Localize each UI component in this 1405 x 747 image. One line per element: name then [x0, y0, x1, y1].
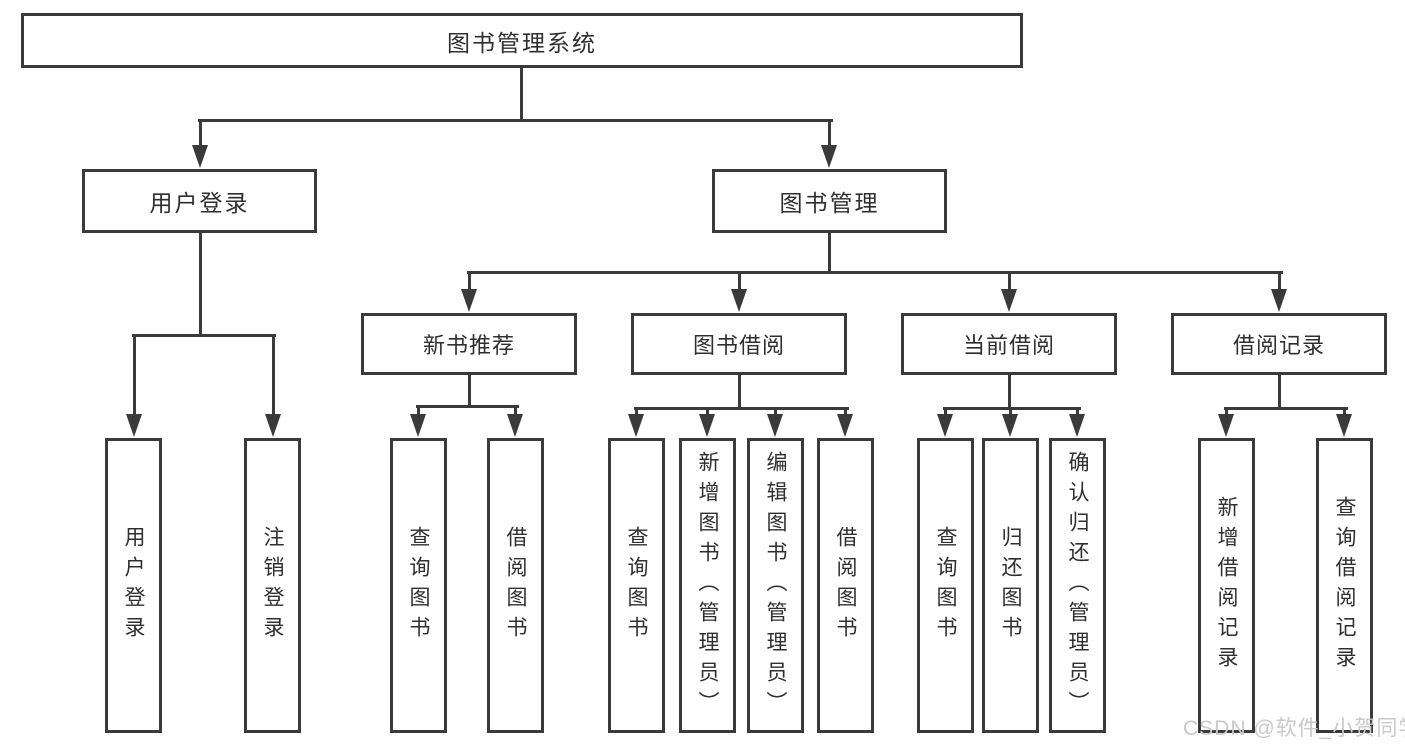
leaf-borrow-borrow-books: 借阅图书 — [817, 438, 874, 733]
node-label: 借阅图书 — [834, 525, 857, 646]
node-label: 编辑图书（管理员） — [764, 450, 787, 721]
connector-line-h — [942, 406, 1081, 410]
connector-line-h — [415, 404, 519, 408]
connector-line-v — [705, 408, 709, 416]
node-label: 当前借阅 — [962, 333, 1055, 358]
connector-arrow-down-icon — [1069, 414, 1085, 437]
connector-line-v — [843, 408, 847, 416]
connector-line-v — [1008, 408, 1012, 416]
connector-line-v — [1075, 408, 1079, 416]
connector-line-v — [467, 272, 471, 293]
connector-line-v — [1224, 408, 1228, 416]
connector-arrow-down-icon — [1218, 414, 1234, 437]
node-label: 查询借阅记录 — [1333, 495, 1356, 676]
connector-line-v — [827, 233, 831, 274]
connector-arrow-down-icon — [126, 414, 142, 437]
leaf-user-login: 用户登录 — [105, 438, 162, 733]
leaf-records-add-record: 新增借阅记录 — [1198, 438, 1255, 733]
connector-line-h — [1223, 406, 1348, 410]
leaf-recommend-borrow-books: 借阅图书 — [487, 438, 544, 733]
connector-line-v — [132, 335, 136, 416]
node-label: 新增借阅记录 — [1215, 495, 1238, 676]
connector-arrow-down-icon — [1271, 289, 1287, 312]
connector-line-v — [1342, 408, 1346, 416]
connector-arrow-down-icon — [699, 414, 715, 437]
connector-line-v — [198, 233, 202, 337]
node-current-borrow: 当前借阅 — [901, 313, 1117, 375]
connector-line-v — [467, 375, 471, 407]
node-label: 新增图书（管理员） — [696, 450, 719, 721]
connector-line-v — [827, 119, 831, 147]
node-label: 查询图书 — [625, 525, 648, 646]
node-label: 注销登录 — [261, 525, 284, 646]
connector-arrow-down-icon — [821, 145, 837, 168]
connector-line-v — [634, 408, 638, 416]
connector-arrow-down-icon — [1336, 414, 1352, 437]
connector-arrow-down-icon — [507, 414, 523, 437]
node-label: 图书借阅 — [692, 333, 785, 358]
connector-arrow-down-icon — [731, 289, 747, 312]
connector-line-v — [737, 272, 741, 293]
connector-arrow-down-icon — [937, 414, 953, 437]
node-library-system: 图书管理系统 — [21, 13, 1023, 68]
leaf-borrow-query-books: 查询图书 — [608, 438, 665, 733]
connector-line-v — [271, 335, 275, 416]
node-label: 查询图书 — [934, 525, 957, 646]
connector-line-v — [1277, 375, 1281, 409]
node-borrow-records: 借阅记录 — [1171, 313, 1387, 375]
node-label: 归还图书 — [999, 525, 1022, 646]
connector-line-v — [737, 375, 741, 409]
connector-arrow-down-icon — [628, 414, 644, 437]
node-book-management: 图书管理 — [712, 169, 947, 233]
leaf-borrow-add-books-admin: 新增图书（管理员） — [679, 438, 736, 733]
leaf-logout: 注销登录 — [244, 438, 301, 733]
connector-line-v — [1007, 272, 1011, 293]
connector-arrow-down-icon — [265, 414, 281, 437]
node-user-login-branch: 用户登录 — [82, 169, 317, 233]
connector-arrow-down-icon — [1001, 289, 1017, 312]
node-label: 新书推荐 — [422, 333, 515, 358]
leaf-recommend-query-books: 查询图书 — [390, 438, 447, 733]
node-label: 用户登录 — [149, 190, 250, 216]
node-label: 图书管理 — [779, 190, 880, 216]
node-label: 用户登录 — [122, 525, 145, 646]
connector-line-v — [519, 68, 523, 121]
connector-line-v — [416, 406, 420, 416]
connector-line-v — [198, 119, 202, 147]
leaf-borrow-edit-books-admin: 编辑图书（管理员） — [747, 438, 804, 733]
connector-line-v — [773, 408, 777, 416]
node-label: 借阅图书 — [504, 525, 527, 646]
node-label: 查询图书 — [407, 525, 430, 646]
connector-arrow-down-icon — [767, 414, 783, 437]
node-new-book-recommend: 新书推荐 — [361, 313, 577, 375]
connector-line-h — [131, 333, 276, 337]
connector-arrow-down-icon — [1002, 414, 1018, 437]
leaf-current-confirm-return-admin: 确认归还（管理员） — [1049, 438, 1106, 733]
node-label: 借阅记录 — [1232, 333, 1325, 358]
connector-arrow-down-icon — [837, 414, 853, 437]
connector-line-h — [466, 270, 1283, 274]
leaf-current-query-books: 查询图书 — [917, 438, 974, 733]
node-label: 确认归还（管理员） — [1066, 450, 1089, 721]
connector-arrow-down-icon — [461, 289, 477, 312]
leaf-records-query-record: 查询借阅记录 — [1316, 438, 1373, 733]
watermark: CSDN @软件_小贺同学 — [1183, 717, 1405, 740]
connector-line-v — [943, 408, 947, 416]
connector-line-v — [1007, 375, 1011, 409]
connector-line-v — [1277, 272, 1281, 293]
connector-arrow-down-icon — [192, 145, 208, 168]
connector-line-h — [197, 118, 833, 122]
node-book-borrow: 图书借阅 — [631, 313, 847, 375]
connector-line-h — [633, 406, 849, 410]
node-label: 图书管理系统 — [447, 29, 597, 56]
leaf-current-return-books: 归还图书 — [982, 438, 1039, 733]
connector-line-v — [513, 406, 517, 416]
connector-arrow-down-icon — [410, 414, 426, 437]
